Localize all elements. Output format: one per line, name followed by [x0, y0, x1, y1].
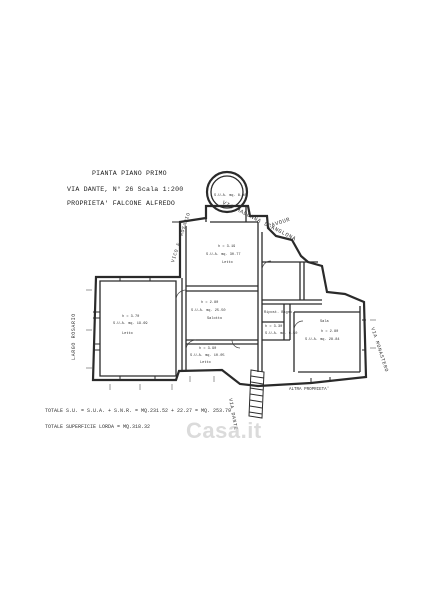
room-letto-top-sua: S.U.A. mq. 30.77: [206, 253, 241, 257]
room-letto-left-name: Letto: [122, 332, 133, 336]
room-letto-small-height: h = 3.90: [199, 347, 217, 351]
altra-proprieta-label: ALTRA PROPRIETA': [289, 388, 330, 392]
outer-wall: [91, 204, 368, 388]
casa-watermark: Casa.it: [186, 418, 262, 443]
round-tower-wall: [205, 170, 249, 214]
stairs: [248, 369, 265, 419]
street-largo-rosario-label: LARGO ROSARIO: [71, 313, 77, 360]
totale-superficie-lorda-line: TOTALE SUPERFICIE LORDA = MQ.318.32: [45, 424, 151, 430]
room-letto-left-sua: S.U.A. mq. 19.69: [113, 322, 148, 326]
room-letto-small-sua: S.U.A. mq. 10.05: [190, 354, 225, 358]
room-sala-height: h = 2.80: [321, 330, 339, 334]
room-soggiorno-sua: S.U.A. mq. 25.50: [191, 309, 226, 313]
plan-title: PIANTA PIANO PRIMO: [92, 170, 167, 177]
room-sala-sua: S.U.A. mq. 28.84: [305, 338, 340, 342]
plan-owner: PROPRIETA' FALCONE ALFREDO: [67, 200, 176, 207]
room-letto-top-name: Letto: [222, 261, 233, 265]
plan-address-scale: VIA DANTE, N° 26 Scala 1:200: [67, 186, 184, 193]
totale-su-line: TOTALE S.U. = S.U.A. + S.N.R. = MQ.231.5…: [45, 408, 232, 414]
room-round-sua: S.U.A. mq. 8.08: [214, 194, 247, 198]
room-letto-small-name: Letto: [200, 361, 211, 365]
room-soggiorno-name: Salotto: [207, 317, 223, 321]
room-vano-height: h = 3.30: [265, 325, 283, 329]
room-sala-name: Sala: [320, 320, 329, 324]
room-letto-top-height: h = 3.19: [218, 245, 236, 249]
room-bagno-name: Ripost. Bagno: [264, 311, 293, 315]
room-soggiorno-height: h = 2.80: [201, 301, 219, 305]
room-vano-sua: S.U.A. mq. 6.50: [265, 332, 298, 336]
room-letto-left-height: h = 3.70: [122, 315, 140, 319]
